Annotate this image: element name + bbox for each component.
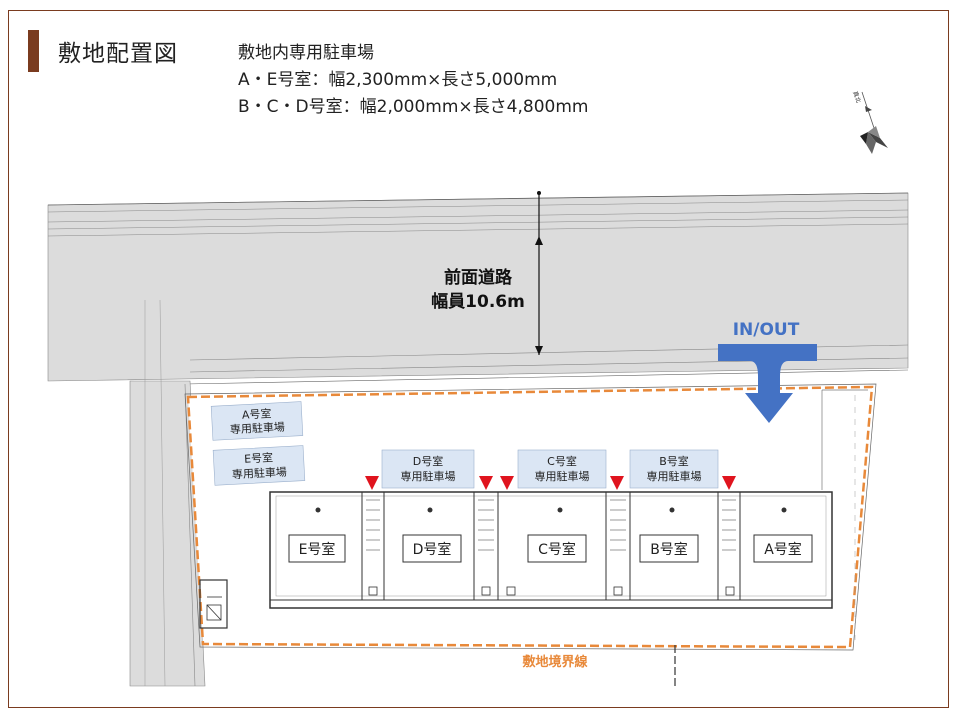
parking-d: D号室 専用駐車場 xyxy=(381,449,475,489)
svg-text:A号室: A号室 xyxy=(764,541,802,558)
room-d: D号室 xyxy=(402,534,462,563)
svg-text:専用駐車場: 専用駐車場 xyxy=(535,469,590,483)
parking-info-ae: A・E号室：幅2,300mm×長さ5,000mm xyxy=(238,70,558,90)
site-boundary xyxy=(186,385,874,649)
entrance-marker xyxy=(722,476,736,490)
parking-e: E号室 専用駐車場 xyxy=(212,445,306,486)
parking-c: C号室 専用駐車場 xyxy=(517,449,607,489)
parking-info-bcd: B・C・D号室：幅2,000mm×長さ4,800mm xyxy=(238,97,589,117)
stair-cb xyxy=(605,491,631,601)
stair-dc xyxy=(473,491,516,601)
page-title: 敷地配置図 xyxy=(58,41,178,67)
room-b: B号室 xyxy=(639,534,699,563)
in-out-arrow xyxy=(718,344,817,423)
entrance-marker xyxy=(500,476,514,490)
building-outline xyxy=(269,491,833,609)
svg-text:専用駐車場: 専用駐車場 xyxy=(230,420,286,437)
svg-text:E号室: E号室 xyxy=(299,541,336,558)
svg-text:専用駐車場: 専用駐車場 xyxy=(232,465,288,482)
parking-info-title: 敷地内専用駐車場 xyxy=(238,43,374,63)
svg-text:C号室: C号室 xyxy=(547,454,577,468)
road-label-2: 幅員10.6m xyxy=(431,291,525,312)
stair-ba xyxy=(717,491,741,601)
svg-text:専用駐車場: 専用駐車場 xyxy=(647,469,702,483)
title-accent-bar xyxy=(28,30,39,72)
compass-icon: 真北 xyxy=(851,90,888,154)
parking-a: A号室 専用駐車場 xyxy=(210,401,304,441)
svg-text:B号室: B号室 xyxy=(650,541,688,558)
svg-text:専用駐車場: 専用駐車場 xyxy=(401,469,456,483)
svg-text:E号室: E号室 xyxy=(244,450,274,465)
svg-text:D号室: D号室 xyxy=(413,454,443,468)
road-label-1: 前面道路 xyxy=(444,267,513,288)
side-road xyxy=(129,380,206,687)
svg-text:D号室: D号室 xyxy=(413,541,452,558)
room-c: C号室 xyxy=(527,534,587,563)
boundary-label: 敷地境界線 xyxy=(522,654,588,670)
meter-box xyxy=(199,579,228,629)
svg-text:C号室: C号室 xyxy=(538,541,576,558)
parking-info: 敷地内専用駐車場 A・E号室：幅2,300mm×長さ5,000mm B・C・D号… xyxy=(238,40,588,121)
compass-label: 真北 xyxy=(851,90,863,104)
slide-frame xyxy=(8,10,949,708)
parking-b: B号室 専用駐車場 xyxy=(629,449,719,489)
stair-ed xyxy=(361,491,385,601)
svg-text:B号室: B号室 xyxy=(659,454,689,468)
room-a: A号室 xyxy=(753,534,813,563)
in-out-label: IN/OUT xyxy=(733,320,800,340)
room-e: E号室 xyxy=(288,534,346,563)
entrance-marker xyxy=(479,476,493,490)
svg-text:A号室: A号室 xyxy=(242,406,272,422)
entrance-marker xyxy=(365,476,379,490)
entrance-marker xyxy=(610,476,624,490)
